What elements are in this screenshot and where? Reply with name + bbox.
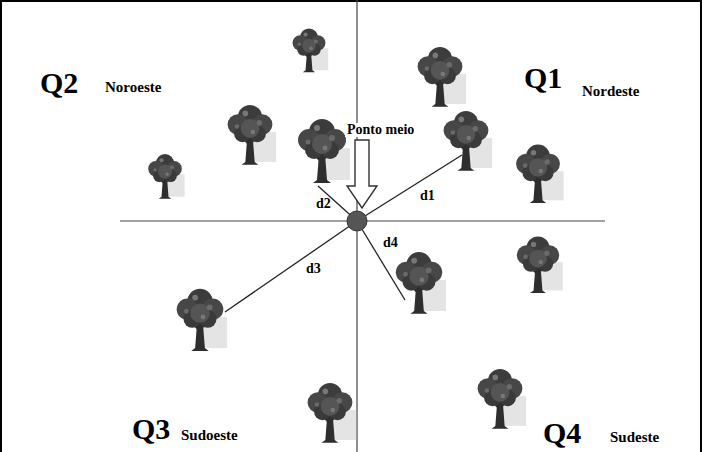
point-label: Ponto meio [345, 123, 416, 137]
distance-lines [225, 155, 462, 312]
pointer-arrow [347, 140, 377, 208]
quadrant-label: Q1 [524, 63, 562, 93]
distance-label: d3 [306, 262, 321, 276]
quadrant-label: Q3 [132, 414, 170, 444]
quadrant-label: Q2 [40, 68, 78, 98]
quadrant-name: Nordeste [582, 84, 639, 99]
quadrant-name: Sudoeste [181, 428, 238, 443]
quadrant-name: Sudeste [610, 430, 659, 445]
distance-label: d4 [383, 236, 398, 250]
trees [148, 28, 563, 442]
quadrant-name: Noroeste [105, 80, 161, 95]
distance-label: d2 [316, 197, 331, 211]
distance-label: d1 [420, 189, 435, 203]
midpoint-dot [347, 211, 367, 231]
quadrant-label: Q4 [543, 418, 581, 448]
